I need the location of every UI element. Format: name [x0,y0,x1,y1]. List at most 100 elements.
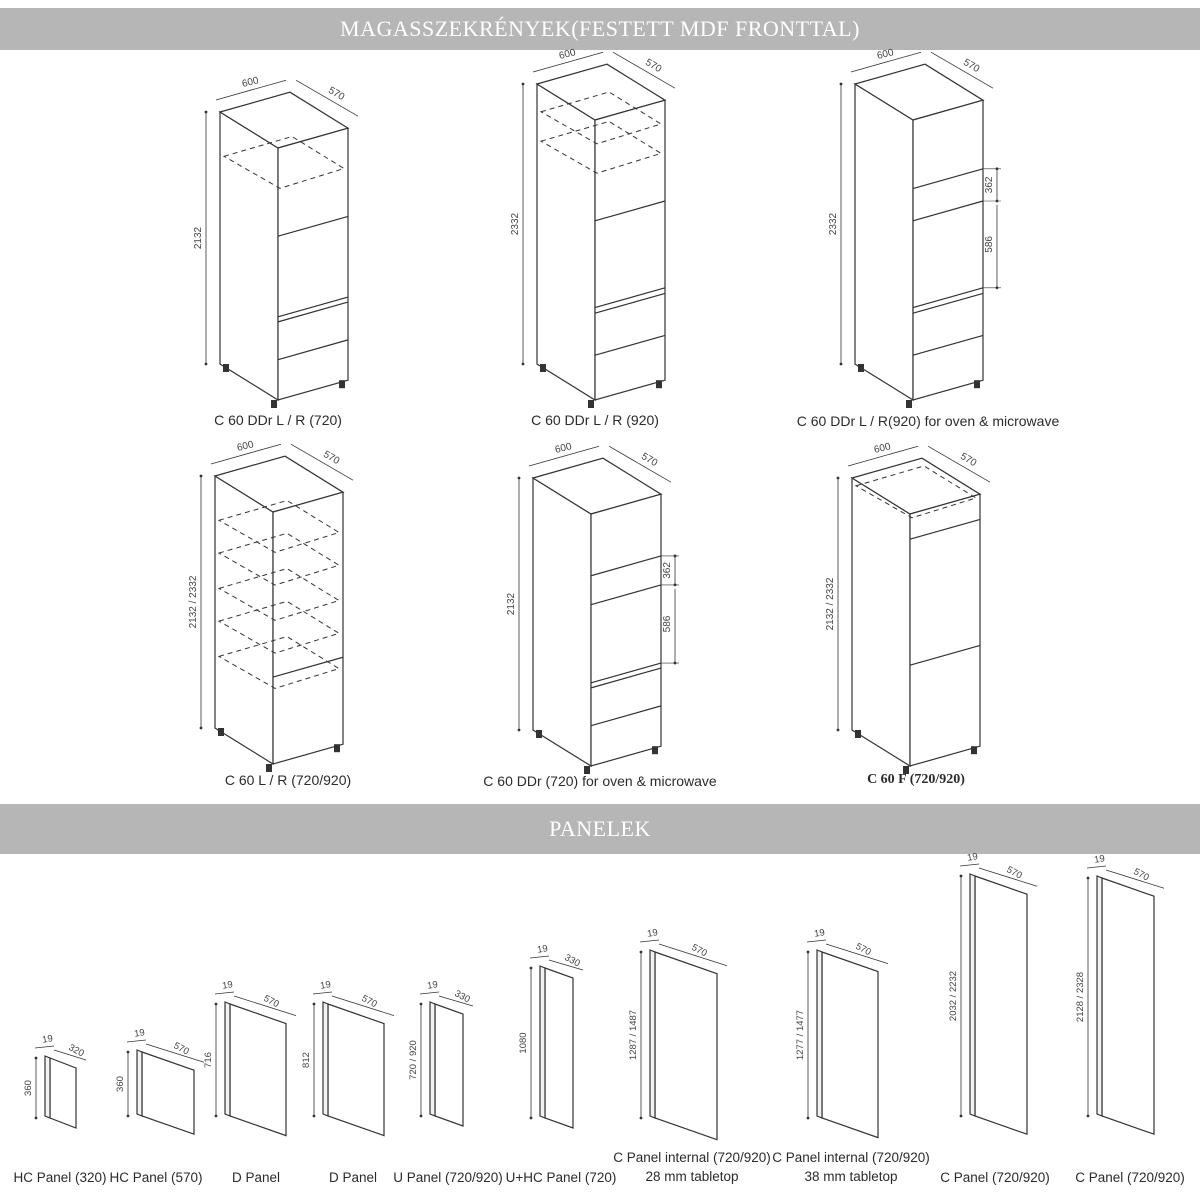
cabinet-foot [974,380,980,389]
thickness-dimension-label: 19 [813,927,825,940]
width-dimension-label: 600 [554,441,573,456]
panel-face [229,1003,287,1137]
width-dimension-label: 600 [236,439,255,454]
microwave-shelf [912,200,984,222]
panel-edge [136,1049,143,1117]
panel-caption-subline: 28 mm tabletop [645,1169,739,1184]
height-dimension-label: 716 [203,1052,214,1068]
depth-dimension-line [233,995,297,1016]
thickness-dimension-label: 19 [646,927,658,940]
panel-caption-subline: 38 mm tabletop [804,1169,898,1184]
cabinet-foot [903,766,909,774]
cabinet-front [909,493,981,767]
height-dimension-label: 2128 / 2328 [1075,972,1086,1022]
depth-dimension-line [930,51,994,89]
depth-dimension-line [53,1049,87,1061]
panel-caption-line: C Panel (720/920) [1075,1170,1185,1185]
panel-caption: C Panel (720/920) [1075,1168,1185,1187]
panel-face [327,1003,385,1137]
thickness-dimension-line [126,1039,147,1043]
width-dimension-label: 600 [241,75,260,90]
upper-door-divider [277,215,349,237]
drawer-divider [277,339,349,361]
panel-face [544,967,574,1129]
depth-dimension-label: 570 [690,942,709,959]
oven-opening-bottom [590,662,662,684]
depth-dimension-label: 570 [1132,866,1151,883]
depth-dimension-label: 570 [321,449,341,467]
depth-dimension-line [438,995,474,1007]
depth-dimension-label: 570 [958,451,978,469]
depth-dimension-label: 320 [67,1042,86,1059]
cabinet-front [594,99,666,401]
depth-dimension-label: 570 [643,57,663,75]
height-dimension-label: 2032 / 2232 [948,971,959,1021]
depth-dimension-label: 570 [1005,864,1024,881]
panel-caption-line: C Panel (720/920) [940,1170,1050,1185]
shelf-outline-dashed [222,135,346,189]
height-dimension-label: 1277 / 1477 [795,1010,806,1060]
thickness-dimension-line [1086,865,1107,869]
height-dimension-label: 360 [23,1080,34,1096]
height-dimension-label: 720 / 920 [408,1040,419,1080]
depth-dimension-line [331,995,395,1016]
panel-face [654,951,718,1141]
thickness-dimension-line [34,1045,55,1049]
panel-edge [649,949,656,1119]
drawer-top [594,292,666,314]
width-dimension-line [210,443,282,465]
thickness-dimension-label: 19 [426,979,438,992]
height-dimension-label: 1080 [518,1032,529,1053]
panel-caption: D Panel [329,1168,377,1187]
panel-caption-line: C Panel internal (720/920) [772,1150,930,1165]
height-dimension-label: 2132 [506,592,517,615]
thickness-dimension-label: 19 [133,1027,145,1040]
depth-dimension-line [978,867,1038,887]
drawer-top [912,292,984,314]
upper-door-divider [912,168,984,190]
depth-dimension-label: 570 [326,85,346,103]
depth-dimension-label: 570 [360,993,379,1010]
thickness-dimension-line [529,955,550,959]
cabinet-foot [540,364,546,372]
panel-edge [429,1001,436,1117]
width-dimension-line [847,445,919,467]
depth-dimension-line [548,959,584,971]
cabinet-foot [339,380,345,389]
width-dimension-line [850,51,922,73]
panel-edge [224,1001,231,1117]
depth-dimension-label: 330 [453,988,472,1005]
panel-caption-line: U Panel (720/920) [393,1170,503,1185]
cabinet-side-panel [854,82,914,402]
panel-edge [322,1001,329,1117]
panel-face [434,1003,464,1127]
cabinet-foot [855,730,861,738]
cabinet-front [912,99,984,401]
height-dimension-label: 360 [115,1076,126,1092]
thickness-dimension-label: 19 [536,943,548,956]
opening-top-dimension-label: 362 [662,562,673,579]
depth-dimension-label: 570 [854,941,873,958]
thickness-dimension-line [959,863,980,867]
cabinet-caption: C 60 DDr L / R(920) for oven & microwave [796,413,1060,429]
cabinet-foot [652,746,658,755]
microwave-shelf [590,584,662,606]
panel-caption: HC Panel (570) [109,1168,202,1187]
depth-dimension-line [145,1043,205,1063]
thickness-dimension-line [806,939,827,943]
cabinet-caption: C 60 DDr (720) for oven & microwave [483,773,717,789]
panel-caption: D Panel [232,1168,280,1187]
width-dimension-label: 600 [558,47,577,62]
width-dimension-label: 600 [876,47,895,62]
depth-dimension-label: 570 [172,1040,191,1057]
cabinet-foot [218,728,224,736]
drawer-divider [912,334,984,356]
